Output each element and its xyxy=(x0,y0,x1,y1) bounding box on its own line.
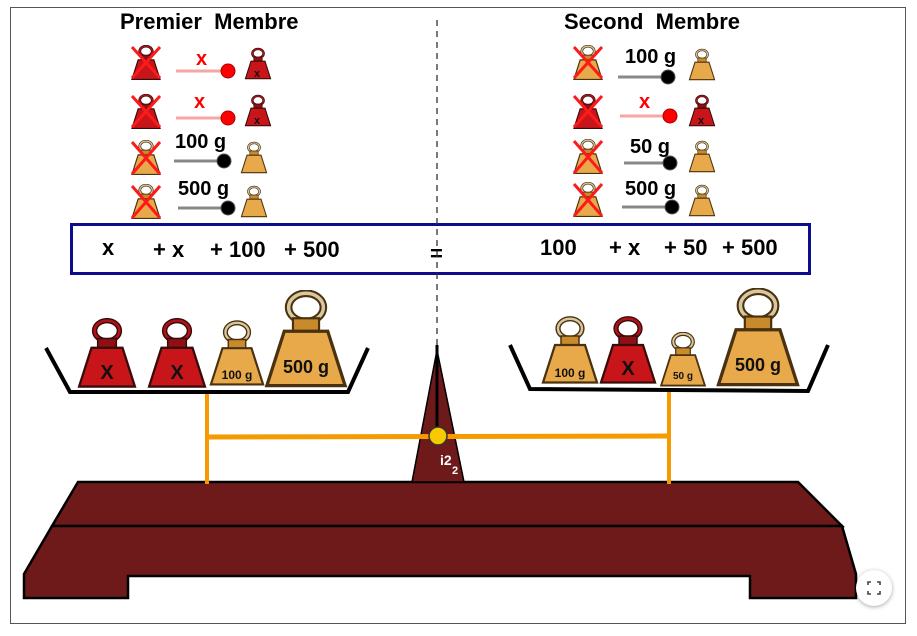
equation-right-term-1: 100 xyxy=(540,235,577,260)
second-membre-heading: Second Membre xyxy=(564,9,741,34)
expand-icon xyxy=(867,581,881,595)
equation-left-term-1: x xyxy=(102,235,115,260)
equation-right-term-4: + 500 xyxy=(722,235,778,260)
equation-equals-sign: = xyxy=(430,241,443,266)
equation-box xyxy=(70,223,811,275)
expand-button[interactable] xyxy=(856,570,892,606)
equation-left-term-4: + 500 xyxy=(284,237,340,262)
equation-left-term-2: + x xyxy=(153,237,185,262)
applet-frame xyxy=(10,7,906,624)
premier-membre-heading: Premier Membre xyxy=(120,9,299,34)
right-control-3-label: 50 g xyxy=(630,136,671,158)
right-control-2-label: x xyxy=(639,91,651,113)
equation-right-term-2: + x xyxy=(609,235,641,260)
left-control-4-label: 500 g xyxy=(178,178,230,200)
left-control-3-label: 100 g xyxy=(175,131,227,153)
left-control-2-label: x xyxy=(194,91,206,113)
right-control-1-label: 100 g xyxy=(625,46,677,68)
right-control-4-label: 500 g xyxy=(625,178,677,200)
equation-right-term-3: + 50 xyxy=(664,235,708,260)
equation-left-term-3: + 100 xyxy=(210,237,266,262)
left-control-1-label: x xyxy=(196,48,208,70)
